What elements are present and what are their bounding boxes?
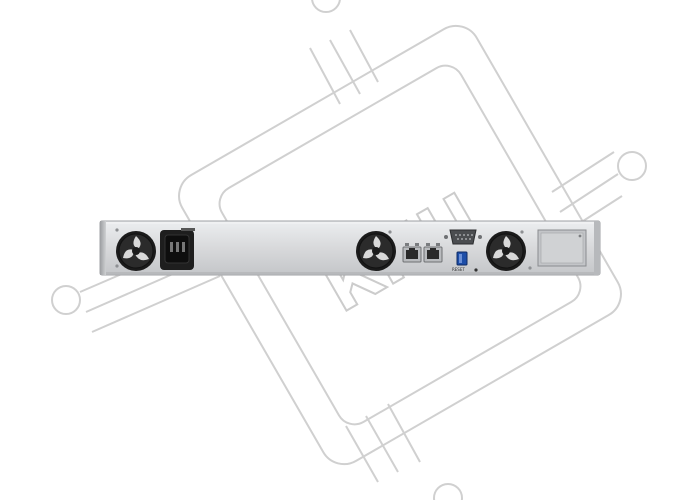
ethernet-port-icon [402,243,422,263]
reset-label: RESET [452,267,465,272]
screws [115,228,532,270]
reset-button[interactable]: RESET [452,267,478,272]
usb-port-icon [456,251,468,266]
ethernet-port-icon [423,243,443,263]
fan-icon [116,231,156,271]
fan-icon [486,231,526,271]
fan-icon [356,231,396,271]
watermark-frame [178,24,622,466]
expansion-slot-cover [537,229,587,267]
power-socket-icon [160,228,195,270]
serial-port-icon [444,229,482,245]
